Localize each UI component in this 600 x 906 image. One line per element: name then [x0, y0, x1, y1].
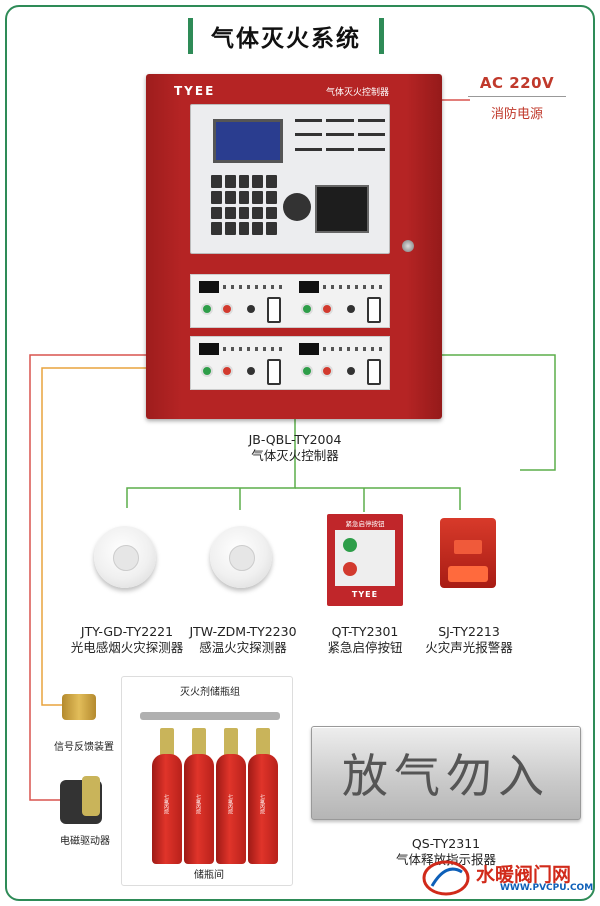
device-model: QT-TY2301 [310, 624, 420, 640]
sign-text: 放气勿入 [342, 740, 550, 806]
controller-cabinet: TYEE 气体灭火控制器 [146, 74, 442, 419]
cylinder-valve-4 [256, 728, 270, 756]
title-bar-left [188, 18, 193, 54]
cabinet-panel-title: 气体灭火控制器 [326, 85, 389, 98]
controller-name: 气体灭火控制器 [220, 448, 370, 464]
cylinder-text: 七氟丙烷 [227, 794, 234, 814]
solenoid-driver-label: 电磁驱动器 [60, 832, 110, 847]
keypad [211, 175, 277, 235]
controller-caption: JB-QBL-TY2004 气体灭火控制器 [220, 432, 370, 464]
cylinder-group-label: 灭火剂储瓶组 [180, 683, 240, 698]
wire-sign [442, 355, 555, 470]
estop-face [335, 530, 395, 586]
key-lock-icon [402, 240, 414, 252]
feedback-device-label: 信号反馈装置 [54, 738, 114, 753]
device-name: 火灾声光报警器 [414, 640, 524, 656]
zone-module-2 [190, 336, 390, 390]
cylinder-text: 七氟丙烷 [259, 794, 266, 814]
estop-brand: TYEE [327, 590, 403, 599]
cylinder-valve-2 [192, 728, 206, 756]
title-block: 气体灭火系统 [188, 14, 384, 58]
indicator-lights [295, 119, 385, 159]
navigation-pad [283, 193, 311, 221]
manifold-pipe [140, 712, 280, 720]
solenoid-driver-icon [60, 780, 102, 824]
gas-release-indicator-sign: 放气勿入 [311, 726, 581, 820]
lcd-screen [213, 119, 283, 163]
control-panel [190, 104, 390, 254]
device-caption-4: SJ-TY2213 火灾声光报警器 [414, 624, 524, 656]
printer-slot [315, 185, 369, 233]
emergency-stop-button-icon: 紧急启停按钮 TYEE [327, 514, 403, 606]
cylinder-room-label: 储瓶间 [194, 866, 224, 881]
signal-feedback-device-icon [62, 694, 96, 720]
watermark-url: WWW.PVCPU.COM [500, 883, 593, 893]
device-name: 感温火灾探测器 [178, 640, 308, 656]
page-title: 气体灭火系统 [211, 19, 361, 53]
heat-detector-icon [210, 526, 272, 588]
controller-model: JB-QBL-TY2004 [220, 432, 370, 448]
cylinder-valve-3 [224, 728, 238, 756]
wire-release [470, 470, 555, 726]
power-label: 消防电源 [462, 103, 572, 122]
power-source: AC 220V 消防电源 [462, 74, 572, 122]
device-model: SJ-TY2213 [414, 624, 524, 640]
device-caption-2: JTW-ZDM-TY2230 感温火灾探测器 [178, 624, 308, 656]
wire-detector-bus-3 [295, 488, 460, 510]
power-divider [468, 96, 566, 97]
zone-module-1 [190, 274, 390, 328]
estop-panel-label: 紧急启停按钮 [327, 518, 403, 528]
power-voltage: AC 220V [462, 74, 572, 92]
cabinet-brand: TYEE [174, 84, 215, 98]
sign-model: QS-TY2311 [386, 836, 506, 852]
device-name: 紧急启停按钮 [310, 640, 420, 656]
device-caption-3: QT-TY2301 紧急启停按钮 [310, 624, 420, 656]
smoke-detector-icon [94, 526, 156, 588]
title-bar-right [379, 18, 384, 54]
cylinder-text: 七氟丙烷 [195, 794, 202, 814]
cylinder-text: 七氟丙烷 [163, 794, 170, 814]
device-model: JTW-ZDM-TY2230 [178, 624, 308, 640]
cylinder-valve-1 [160, 728, 174, 756]
sound-light-alarm-icon [440, 518, 496, 588]
